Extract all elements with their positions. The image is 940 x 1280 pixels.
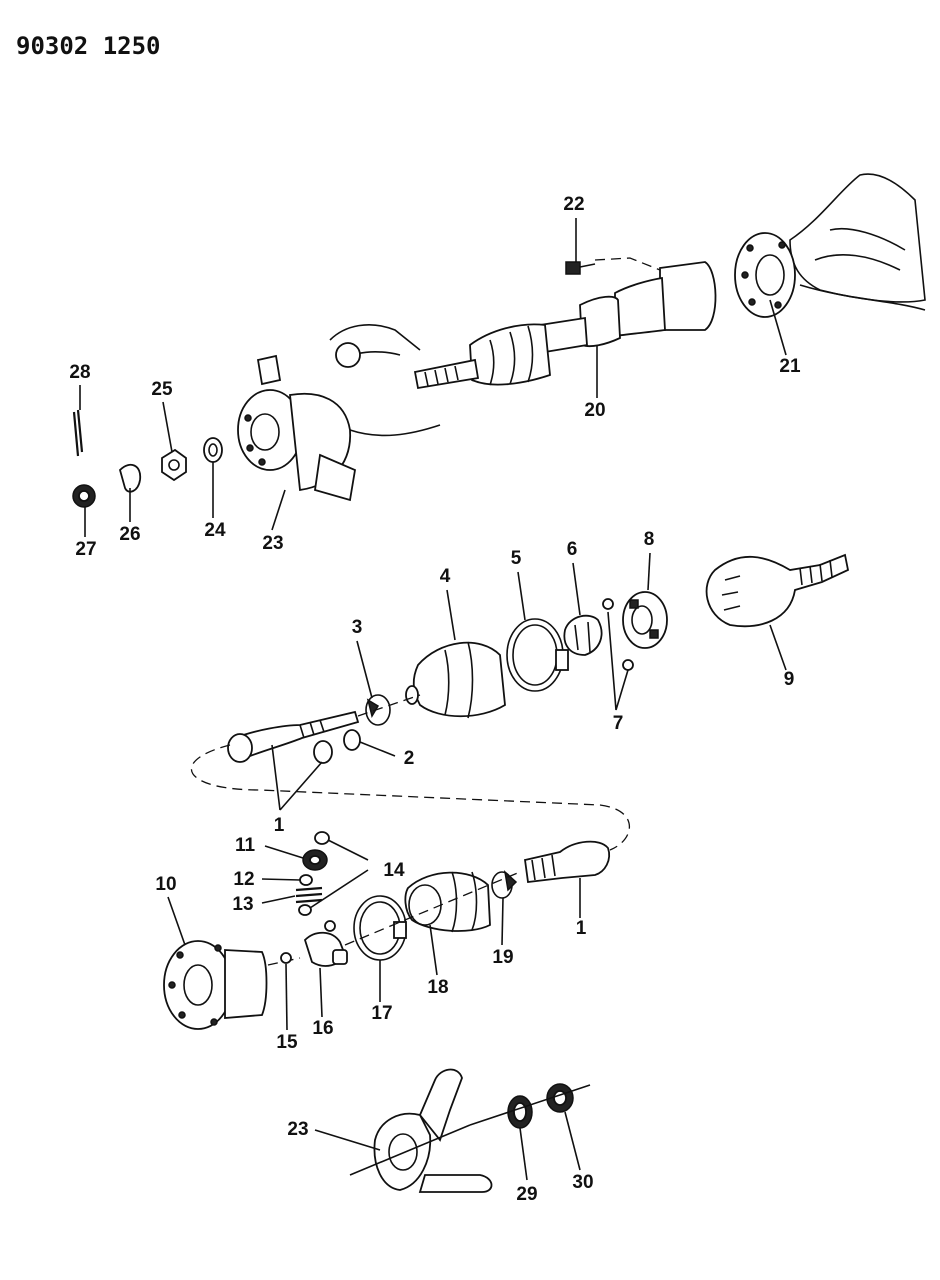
callout-1-lower: 1 (575, 918, 587, 939)
bearing-29-drawing (507, 1095, 533, 1129)
callout-14: 14 (383, 860, 405, 881)
shaft-1-upper-drawing (227, 694, 421, 764)
callout-21: 21 (779, 356, 801, 377)
callout-24: 24 (204, 520, 226, 541)
inner-race-6-drawing (563, 614, 603, 656)
bolt-22-drawing (565, 261, 596, 275)
cotter-pin-28-drawing (72, 409, 84, 457)
callout-15: 15 (276, 1032, 298, 1053)
callout-9: 9 (783, 669, 795, 690)
spring-washer-26-drawing (118, 463, 142, 493)
tripod-16-drawing (303, 920, 348, 967)
rollers-14-drawing (298, 831, 330, 916)
callout-3: 3 (351, 617, 363, 638)
shaft-connection-line (190, 744, 631, 851)
callout-25: 25 (151, 379, 173, 400)
lock-27-drawing (72, 484, 96, 508)
callout-23-lower: 23 (287, 1119, 309, 1140)
flange-21-drawing (734, 232, 796, 318)
washer-12-drawing (299, 874, 313, 886)
needles-13-drawing (295, 886, 323, 904)
callout-23: 23 (262, 533, 284, 554)
clamp-5-drawing (506, 618, 569, 692)
callout-13: 13 (232, 894, 254, 915)
diagram-code: 90302 1250 (16, 32, 161, 60)
boot-18-drawing (404, 871, 491, 933)
callout-2: 2 (403, 748, 415, 769)
callout-8: 8 (643, 529, 655, 550)
callout-28: 28 (69, 362, 91, 383)
ring-2-drawing (343, 729, 361, 751)
callout-16: 16 (312, 1018, 334, 1039)
leader-lines (79, 218, 787, 1181)
clamp-17-drawing (353, 895, 407, 961)
callout-1-upper: 1 (273, 815, 285, 836)
callout-18: 18 (427, 977, 449, 998)
shaft-1-lower-drawing (344, 840, 610, 946)
ring-15-drawing (280, 952, 292, 964)
callout-29: 29 (516, 1184, 538, 1205)
transaxle-housing (789, 173, 926, 311)
callout-4: 4 (439, 566, 451, 587)
cage-8-drawing (622, 591, 668, 649)
callout-27: 27 (75, 539, 97, 560)
outer-cv-joint-9-drawing (705, 553, 850, 628)
roller-11-drawing (302, 849, 328, 871)
callout-26: 26 (119, 524, 141, 545)
clamp-19-drawing (491, 869, 518, 899)
seal-30-drawing (469, 1083, 591, 1126)
callout-10: 10 (155, 874, 177, 895)
callout-17: 17 (371, 1003, 393, 1024)
clamp-3-drawing (365, 694, 391, 726)
washer-24-drawing (203, 437, 223, 463)
callout-6: 6 (566, 539, 578, 560)
callout-7: 7 (612, 713, 624, 734)
callout-11: 11 (234, 835, 256, 856)
drive-shaft-20-drawing (413, 257, 717, 390)
callout-19: 19 (492, 947, 514, 968)
callout-12: 12 (233, 869, 255, 890)
knuckle-hub-23-drawing (237, 324, 441, 502)
callout-22: 22 (563, 194, 585, 215)
callout-5: 5 (510, 548, 522, 569)
nut-25-drawing (161, 448, 187, 482)
callout-30: 30 (572, 1172, 594, 1193)
boot-4-drawing (405, 641, 506, 719)
callout-20: 20 (584, 400, 606, 421)
housing-10-drawing (163, 940, 301, 1030)
knuckle-23-lower-drawing (349, 1068, 493, 1193)
